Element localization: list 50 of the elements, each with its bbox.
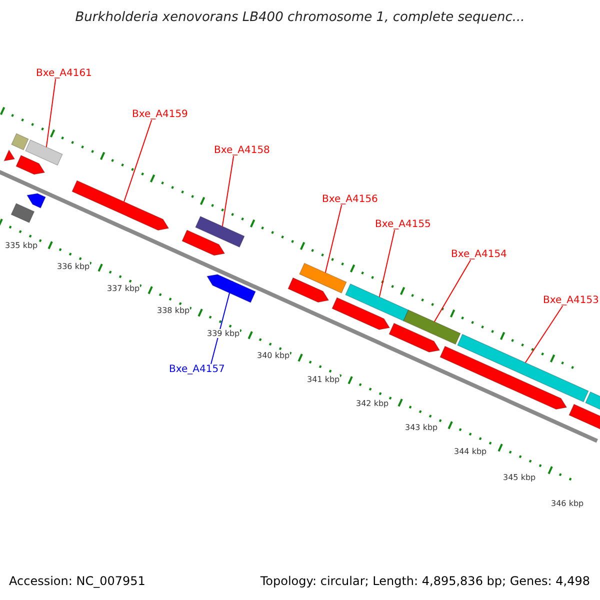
gene-label: Bxe_A4159	[132, 109, 188, 120]
gene-feature-bar	[206, 274, 256, 303]
leader-line	[124, 120, 152, 202]
gene-feature-bar	[4, 150, 16, 162]
scale-label: 336 kbp	[57, 262, 90, 271]
gene-feature-bar	[26, 193, 46, 208]
gene-feature-bar	[195, 216, 245, 248]
gene-feature-bar	[403, 310, 461, 345]
scale-label: 346 kbp	[551, 499, 584, 508]
gene-label: Bxe_A4157	[169, 364, 225, 375]
gene-label: Bxe_A4158	[214, 145, 270, 156]
leader-line	[324, 204, 342, 274]
gene-feature-bar	[16, 154, 46, 175]
gene-feature-bar	[345, 283, 409, 322]
gene-feature-bar	[182, 230, 226, 256]
title: Burkholderia xenovorans LB400 chromosome 1, complete sequenc...	[74, 10, 526, 25]
scale-label: 344 kbp	[454, 447, 487, 456]
gene-feature-bar	[332, 297, 390, 330]
gene-feature-bar	[457, 334, 589, 402]
gene-feature-bar	[388, 322, 440, 352]
scale-label: 341 kbp	[307, 375, 340, 384]
scale-label: 340 kbp	[257, 351, 290, 360]
gene-label: Bxe_A4161	[36, 68, 92, 79]
scale-label: 343 kbp	[405, 423, 438, 432]
scale-label: 338 kbp	[157, 306, 190, 315]
gene-feature-bar	[11, 133, 29, 150]
gene-label: Bxe_A4153	[543, 295, 599, 306]
scale-label: 335 kbp	[5, 241, 38, 250]
leader-line	[210, 280, 234, 364]
leader-line	[222, 156, 234, 227]
scale-label: 345 kbp	[503, 473, 536, 482]
leader-line	[378, 230, 396, 298]
gene-feature-bar	[72, 180, 170, 231]
gene-feature-bar	[25, 139, 63, 166]
genome-info-text: Topology: circular; Length: 4,895,836 bp; Genes: 4,498	[260, 574, 590, 588]
gene-feature-bar	[299, 262, 347, 294]
scale-label: 337 kbp	[107, 284, 140, 293]
gene-feature-bar	[10, 203, 35, 224]
gene-label: Bxe_A4155	[375, 219, 431, 230]
gene-feature-bar	[440, 346, 568, 410]
scale-label: 339 kbp	[207, 329, 240, 338]
gene-feature-bar	[568, 404, 600, 430]
leader-line	[46, 78, 56, 148]
scale-label: 342 kbp	[356, 399, 389, 408]
leader-line	[434, 260, 472, 322]
accession-text: Accession: NC_007951	[9, 574, 146, 588]
gene-label: Bxe_A4154	[451, 249, 507, 260]
gene-label: Bxe_A4156	[322, 194, 378, 205]
gene-feature-bar	[288, 277, 330, 303]
leader-line	[524, 306, 564, 364]
